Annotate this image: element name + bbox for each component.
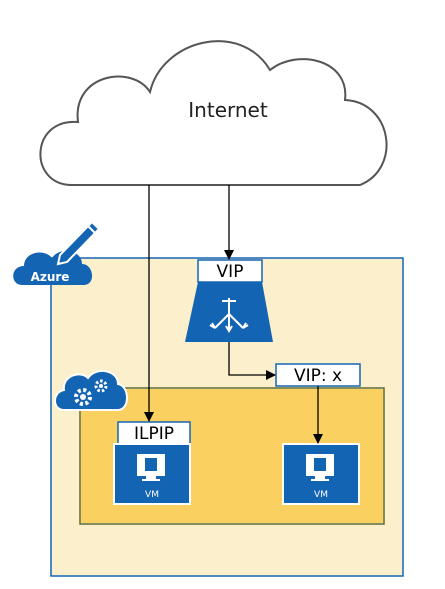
- arrow-lb-to-vip-x: [228, 342, 276, 380]
- cloud-label: Internet: [188, 98, 268, 122]
- gear-icon-small: [94, 379, 108, 393]
- vm-2: VM: [282, 443, 360, 505]
- azure-badge: Azure: [13, 220, 101, 285]
- ilpip-label: ILPIP: [134, 424, 174, 444]
- load-balancer-icon: [209, 298, 249, 333]
- load-balancer: VIP: [185, 259, 273, 342]
- vip-x-label: VIP: x: [294, 366, 342, 386]
- cloud-service-region-border: [79, 387, 385, 525]
- vm-1: VM: [113, 443, 191, 505]
- cloud-service-badge: [54, 369, 128, 411]
- vm-screen-icon: [137, 454, 165, 481]
- vip-label: VIP: [217, 262, 244, 282]
- azure-badge-label: Azure: [31, 270, 70, 284]
- gear-icon: [74, 388, 92, 406]
- internet-cloud: [39, 40, 388, 186]
- vm-screen-icon: [306, 454, 334, 481]
- vm-label: VM: [314, 490, 328, 500]
- vm-label: VM: [145, 490, 159, 500]
- pencil-icon: [56, 220, 101, 266]
